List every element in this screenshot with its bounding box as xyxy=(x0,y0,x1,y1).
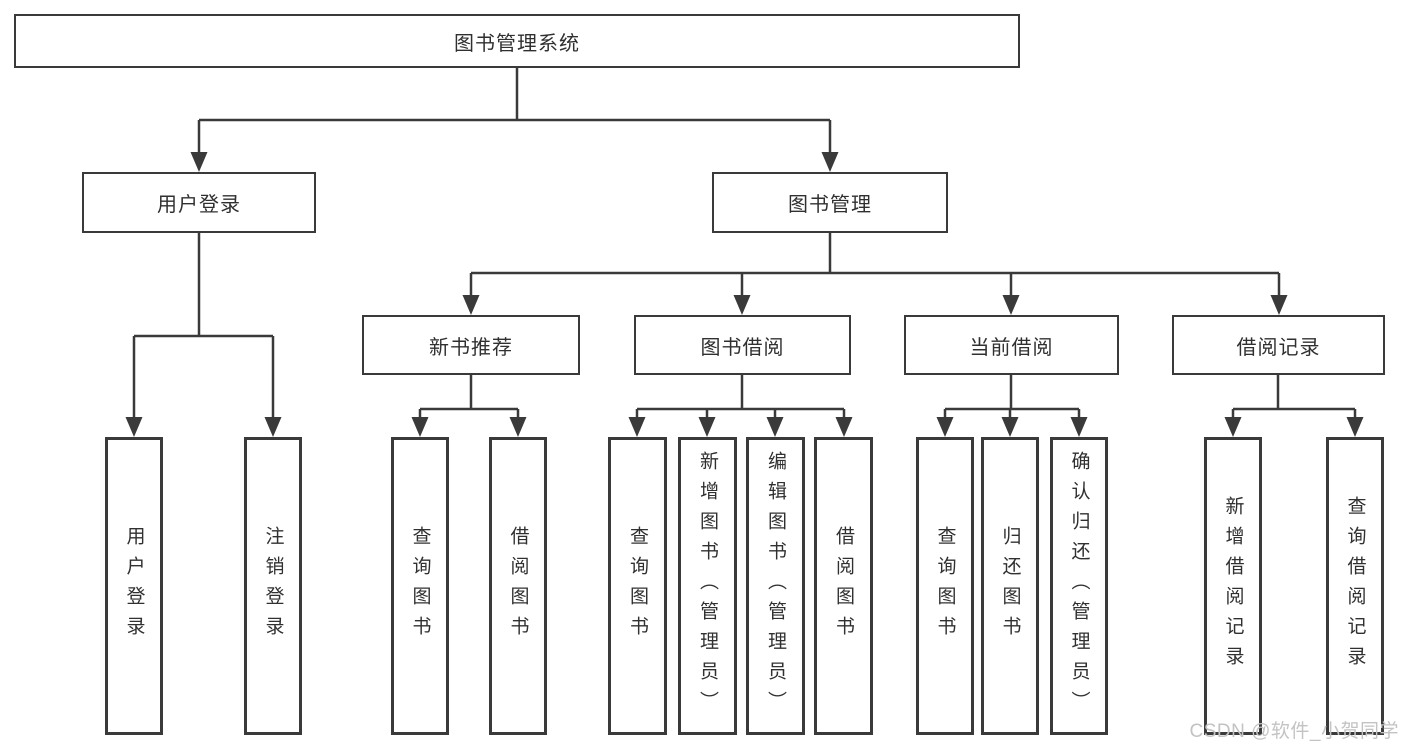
node-root-system: 图书管理系统 xyxy=(14,14,1020,68)
node-label: 用户登录 xyxy=(157,194,241,216)
leaf-newbook-query-books: 查询图书 xyxy=(391,437,449,735)
node-book-management: 图书管理 xyxy=(712,172,948,233)
leaf-borrow-borrow-books: 借阅图书 xyxy=(814,437,873,735)
node-current-borrow: 当前借阅 xyxy=(904,315,1119,375)
node-label: 图书管理 xyxy=(788,194,872,216)
node-label: 当前借阅 xyxy=(969,336,1054,359)
node-label: 图书借阅 xyxy=(700,336,785,359)
leaf-current-query-books: 查询图书 xyxy=(916,437,974,735)
node-label: 借阅图书 xyxy=(833,526,854,646)
leaf-borrow-edit-books-admin: 编辑图书（管理员） xyxy=(746,437,805,735)
leaf-user-login: 用户登录 xyxy=(105,437,163,735)
leaf-borrow-add-books-admin: 新增图书（管理员） xyxy=(678,437,737,735)
leaf-current-confirm-return-admin: 确认归还（管理员） xyxy=(1050,437,1108,735)
node-label: 归还图书 xyxy=(999,526,1021,646)
node-label: 新增借阅记录 xyxy=(1222,496,1244,676)
node-new-book-recommend: 新书推荐 xyxy=(362,315,580,375)
node-label: 查询借阅记录 xyxy=(1344,496,1366,676)
node-label: 编辑图书（管理员） xyxy=(765,451,786,721)
node-label: 借阅记录 xyxy=(1236,336,1321,359)
node-label: 查询图书 xyxy=(627,526,648,646)
node-label: 借阅图书 xyxy=(507,526,529,646)
leaf-newbook-borrow-books: 借阅图书 xyxy=(489,437,547,735)
node-user-login: 用户登录 xyxy=(82,172,316,233)
node-label: 图书管理系统 xyxy=(454,32,580,55)
node-label: 新书推荐 xyxy=(429,336,513,359)
node-label: 注销登录 xyxy=(262,526,284,646)
leaf-logout: 注销登录 xyxy=(244,437,302,735)
leaf-records-query-record: 查询借阅记录 xyxy=(1326,437,1384,735)
leaf-current-return-books: 归还图书 xyxy=(981,437,1039,735)
node-label: 查询图书 xyxy=(409,526,431,646)
node-label: 查询图书 xyxy=(934,526,956,646)
node-label: 新增图书（管理员） xyxy=(697,451,718,721)
node-borrow-records: 借阅记录 xyxy=(1172,315,1385,375)
node-book-borrow: 图书借阅 xyxy=(634,315,851,375)
leaf-records-add-record: 新增借阅记录 xyxy=(1204,437,1262,735)
leaf-borrow-query-books: 查询图书 xyxy=(608,437,667,735)
node-label: 确认归还（管理员） xyxy=(1068,451,1090,721)
node-label: 用户登录 xyxy=(123,526,145,646)
